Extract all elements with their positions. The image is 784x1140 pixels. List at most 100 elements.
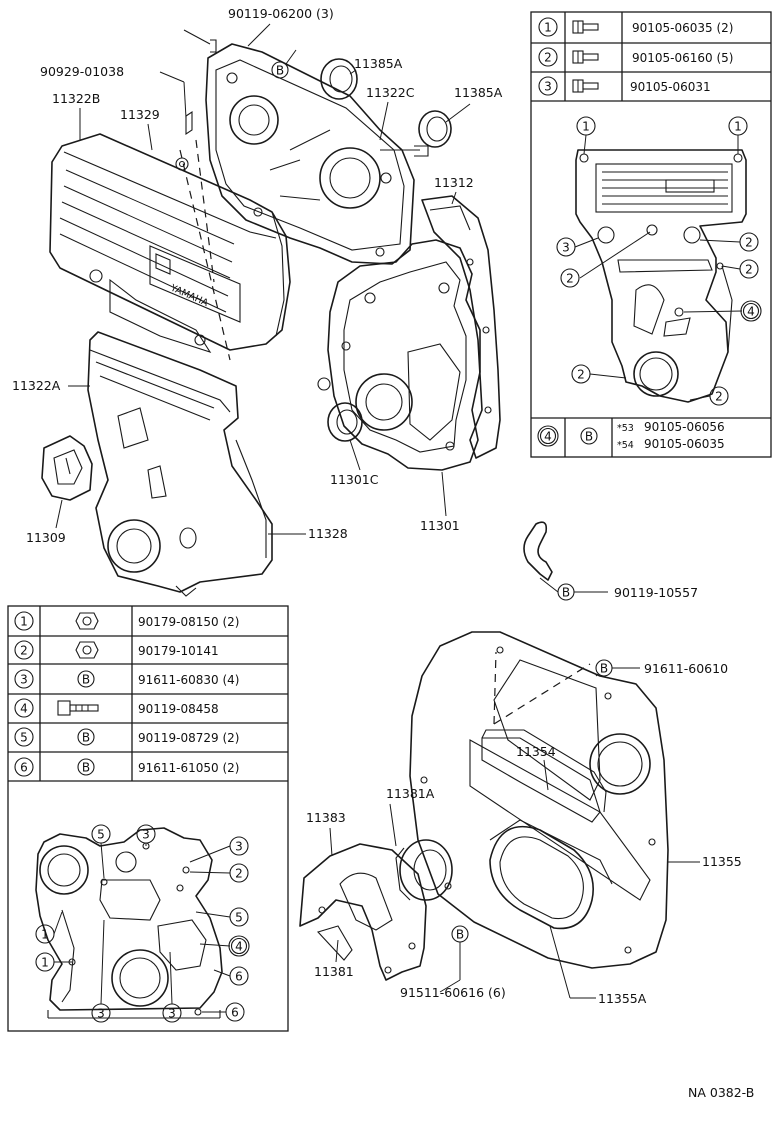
detail-callout: 6 — [202, 1002, 245, 1022]
svg-text:5: 5 — [20, 731, 28, 745]
svg-text:6: 6 — [20, 761, 28, 775]
table-row: 3 90105-06031 — [538, 76, 711, 96]
bolt-table-left: 1 90179-08150 (2) 2 90179-10141 3 B 9161… — [7, 605, 289, 1032]
timing-case-drawing — [317, 195, 501, 471]
callout-label: 11312 — [434, 175, 474, 205]
part-number: 90105-06056 — [644, 420, 725, 434]
svg-text:11329: 11329 — [120, 107, 160, 122]
callout-letter: B — [562, 586, 570, 600]
cover-bracket-drawing — [41, 435, 93, 501]
row-number: 4 — [544, 430, 552, 444]
svg-text:11381: 11381 — [314, 964, 354, 979]
svg-text:2: 2 — [566, 272, 574, 286]
svg-text:90119-08729 (2): 90119-08729 (2) — [138, 731, 240, 745]
callout-label: 11355A — [549, 925, 647, 1006]
part-number: 90105-06031 — [630, 80, 711, 94]
detail-callout: 2 — [699, 232, 759, 252]
callout-label: 11328 — [268, 526, 348, 541]
table-row: 2 90105-06160 (5) — [538, 47, 734, 67]
rear-end-plate-drawing — [409, 631, 669, 969]
callout-letter: B — [276, 64, 284, 78]
svg-text:11322B: 11322B — [52, 91, 100, 106]
detail-callout: 2 — [189, 863, 249, 883]
svg-text:11322A: 11322A — [12, 378, 61, 393]
part-number: 90105-06035 — [644, 437, 725, 451]
svg-text:3: 3 — [235, 840, 243, 854]
callout-label: 11381 — [314, 939, 354, 979]
part-number: 90105-06035 (2) — [632, 21, 734, 35]
detail-callout: 5 — [91, 824, 111, 879]
callout-label: 11354 — [516, 744, 556, 791]
svg-text:6: 6 — [231, 1006, 239, 1020]
svg-text:11381A: 11381A — [386, 786, 435, 801]
svg-text:11355A: 11355A — [598, 991, 647, 1006]
detail-callout: 1 — [576, 116, 596, 155]
table-row: 1 90179-08150 (2) — [14, 611, 240, 631]
svg-text:11309: 11309 — [26, 530, 66, 545]
callout-letter: B — [82, 731, 90, 745]
detail-callout: 2 — [571, 364, 627, 384]
callout-label: 11385A — [445, 85, 503, 123]
row-number: 3 — [544, 80, 552, 94]
bolt-icon — [57, 700, 99, 716]
callout-letter: B — [600, 662, 608, 676]
svg-text:90119-06200 (3): 90119-06200 (3) — [228, 6, 334, 21]
svg-text:91611-60610: 91611-60610 — [644, 661, 728, 676]
svg-text:91511-60616 (6): 91511-60616 (6) — [400, 985, 506, 1000]
svg-text:90179-08150 (2): 90179-08150 (2) — [138, 615, 240, 629]
detail-callout: 1 — [35, 952, 72, 972]
callout-letter: B — [82, 673, 90, 687]
callout-letter: B — [456, 928, 464, 942]
svg-text:3: 3 — [168, 1007, 176, 1021]
callout-label: 11301 — [420, 471, 460, 533]
svg-text:2: 2 — [745, 263, 753, 277]
detail-callout: 1 — [728, 116, 748, 154]
svg-text:2: 2 — [745, 236, 753, 250]
detail-callout: 2 — [689, 386, 729, 406]
rear-main-seal-drawing — [489, 819, 613, 930]
callout-label: 11322C — [366, 85, 415, 141]
table-row: 4 90119-08458 — [14, 698, 219, 718]
svg-text:3: 3 — [142, 828, 150, 842]
callout-label: B 91511-60616 (6) — [400, 925, 506, 1000]
detail-callout: 6 — [213, 966, 249, 986]
seal-housing-drawing — [299, 843, 427, 981]
hook-bolt-drawing — [523, 521, 553, 581]
seal-drawing — [395, 839, 453, 901]
row-number: 1 — [544, 21, 552, 35]
detail-callout: 3 — [136, 824, 156, 846]
svg-text:11322C: 11322C — [366, 85, 415, 100]
svg-text:90119-10557: 90119-10557 — [614, 585, 698, 600]
callout-label: 11385A — [349, 56, 403, 75]
table-row: 5 B 90119-08729 (2) — [14, 727, 240, 747]
callout-letter: B — [585, 430, 593, 444]
seal-retainer-drawing — [481, 729, 607, 823]
svg-text:5: 5 — [97, 828, 105, 842]
svg-text:11312: 11312 — [434, 175, 474, 190]
svg-text:11301C: 11301C — [330, 472, 379, 487]
svg-text:11385A: 11385A — [454, 85, 503, 100]
svg-text:90929-01038: 90929-01038 — [40, 64, 124, 79]
detail-callout: 2 — [721, 259, 759, 279]
oil-seal-drawing — [320, 58, 358, 100]
callout-label: 11329 — [120, 107, 160, 151]
lower-timing-cover-drawing — [87, 331, 273, 597]
detail-callout: 3 — [189, 836, 249, 863]
detail-cover-drawing — [575, 149, 747, 403]
svg-text:2: 2 — [20, 644, 28, 658]
bolt-icon — [572, 79, 599, 93]
detail-callout: 1 — [35, 911, 63, 944]
brand-mark: YAMAHA — [168, 282, 210, 309]
svg-text:11354: 11354 — [516, 744, 556, 759]
detail-callout: 5 — [195, 907, 249, 927]
svg-text:1: 1 — [20, 615, 28, 629]
svg-text:2: 2 — [577, 368, 585, 382]
bolt-table-right: 1 90105-06035 (2) 2 90105-06160 (5) 3 — [530, 11, 772, 458]
detail-callout: 4 — [683, 300, 762, 322]
crank-seal-drawing — [327, 402, 363, 442]
nut-icon — [75, 612, 99, 630]
svg-text:1: 1 — [582, 120, 590, 134]
callout-label: 11381A — [386, 786, 435, 847]
callout-label: 11355 — [668, 854, 742, 869]
svg-text:11328: 11328 — [308, 526, 348, 541]
